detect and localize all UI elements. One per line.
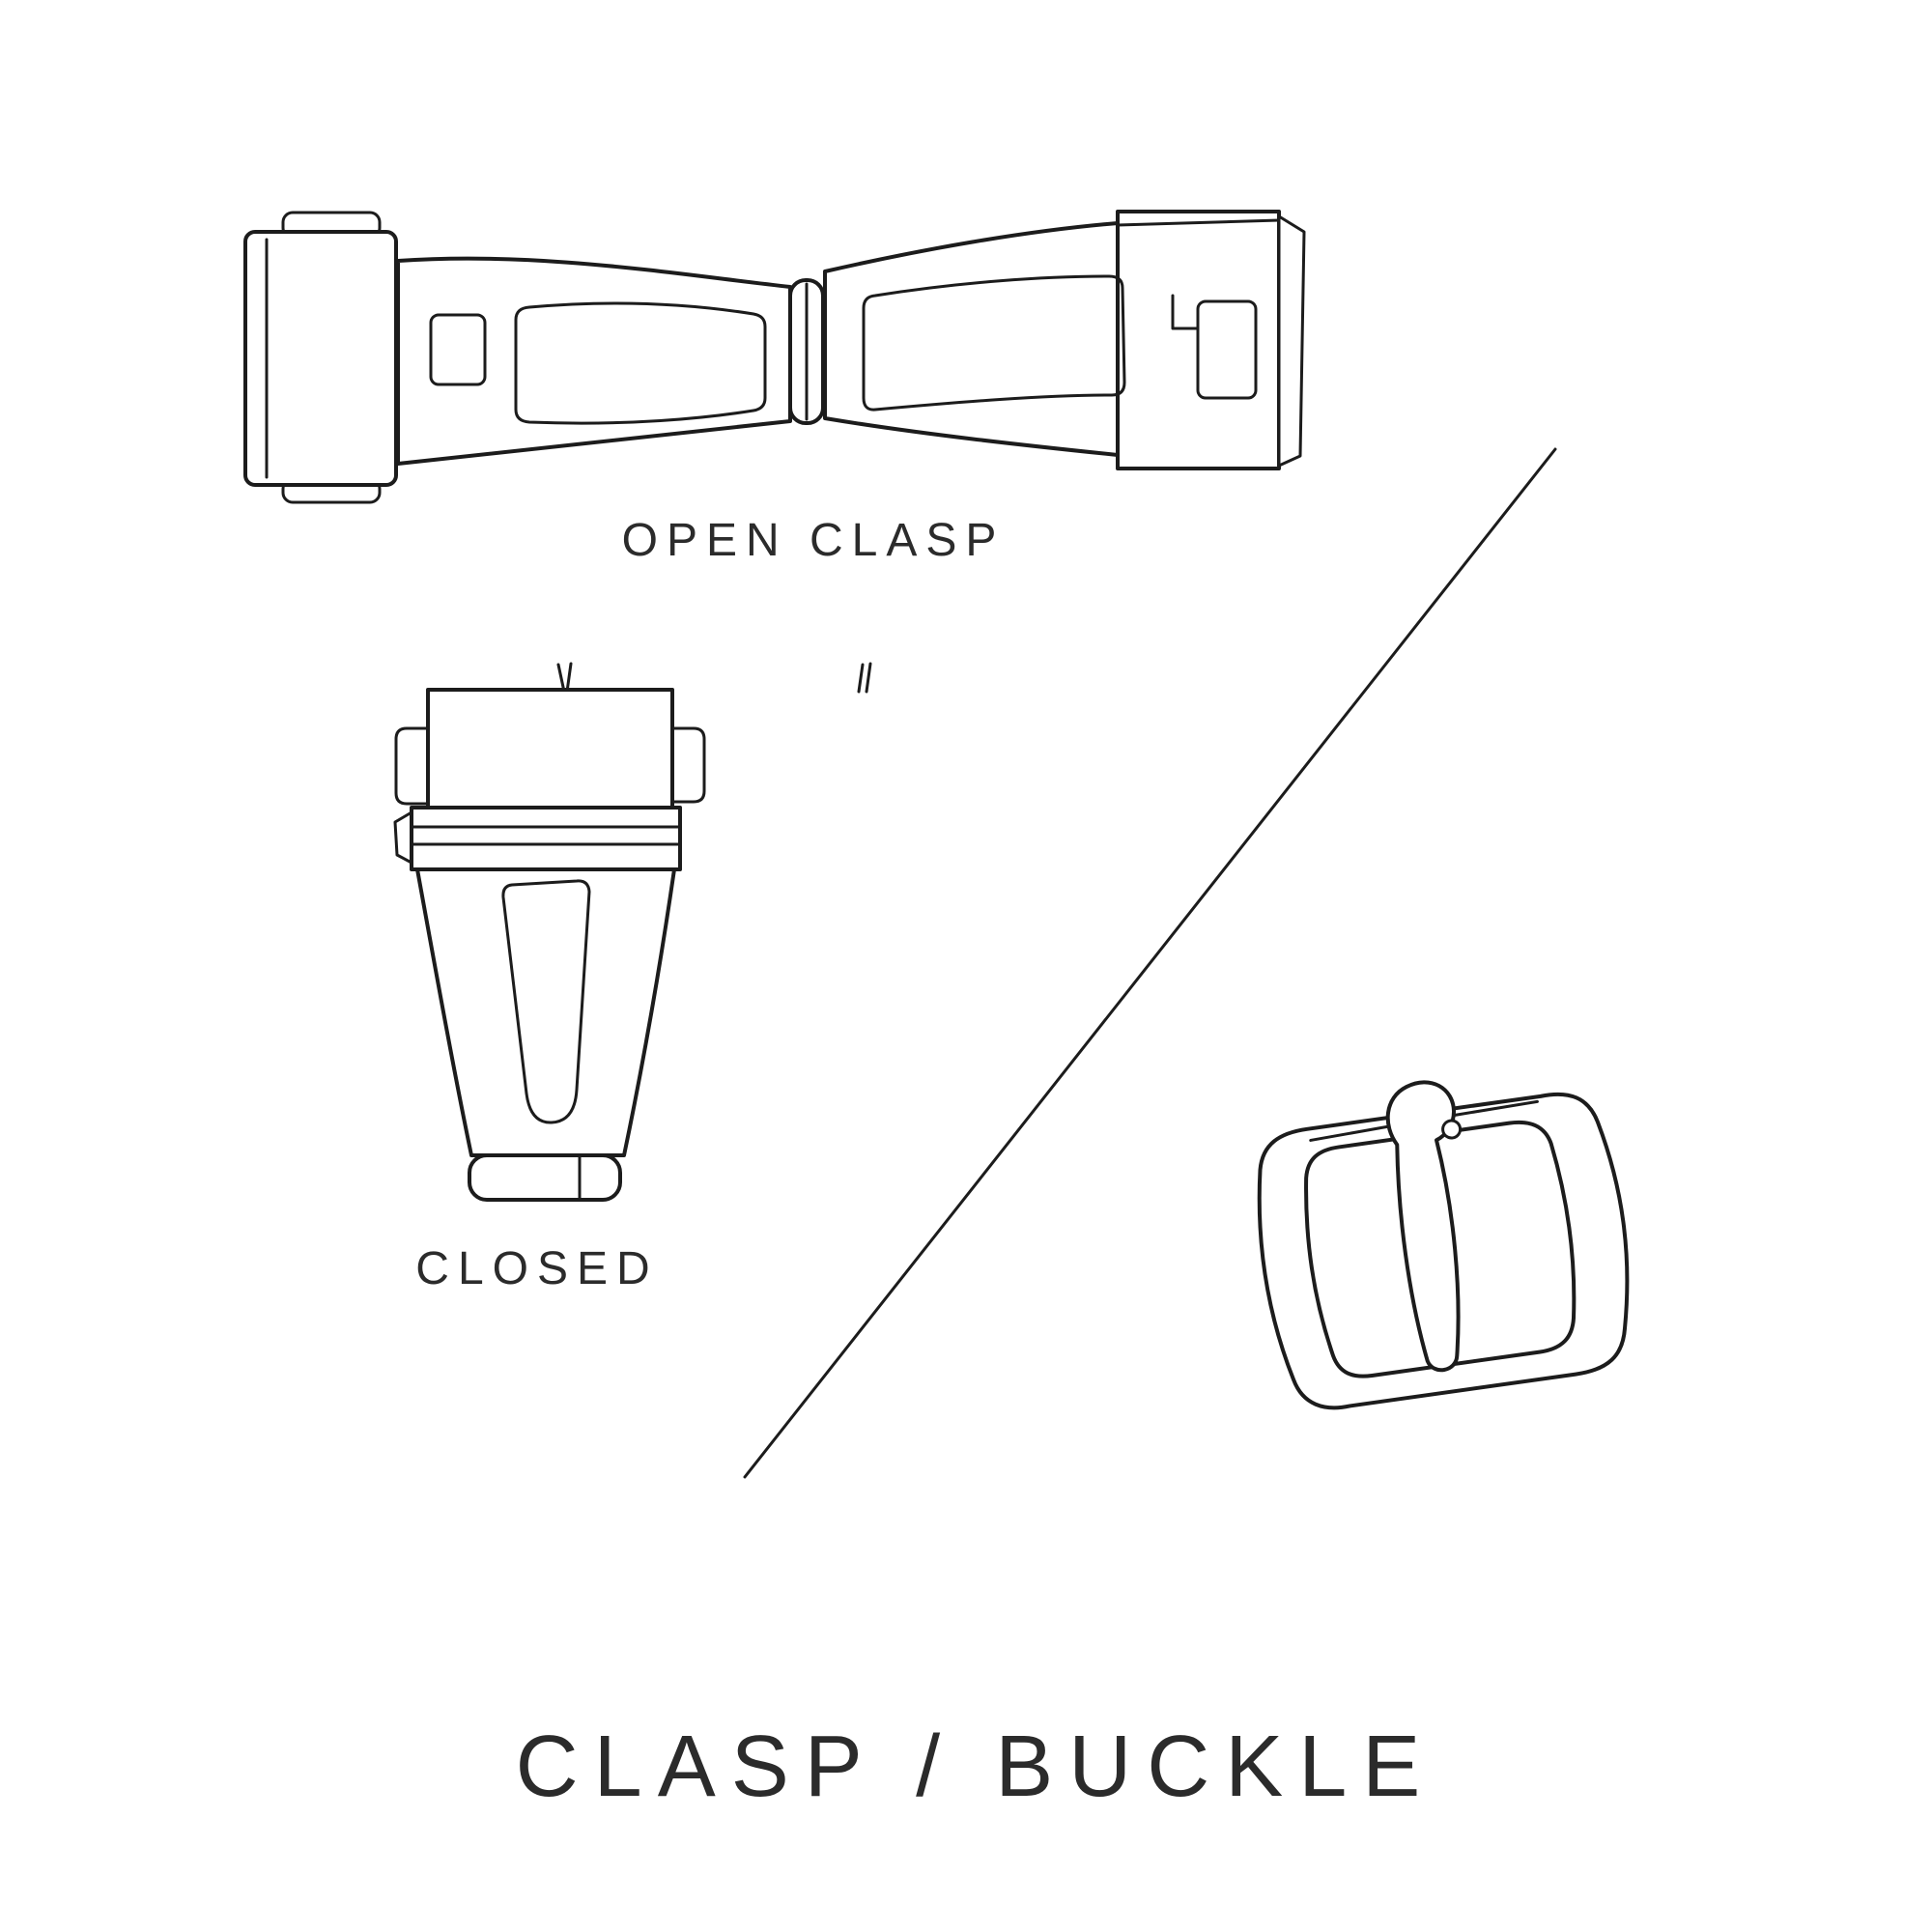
open-clasp-pushbutton-notch: [429, 313, 487, 386]
closed-clasp-inner-outline: [501, 879, 591, 1124]
buckle-pin-loop: [1441, 1119, 1463, 1140]
closed-clasp-left-prong: [556, 662, 573, 694]
buckle-spring-bar: [1309, 1099, 1539, 1142]
closed-clasp-left-ear: [394, 726, 430, 806]
closed-clasp-right-ear: [670, 726, 706, 804]
open-clasp-label: OPEN CLASP: [621, 515, 1006, 566]
closed-clasp-top-cover: [426, 688, 674, 810]
closed-clasp-body: [415, 867, 676, 1157]
closed-clasp-illustration: [393, 662, 872, 1202]
page-title: CLASP / BUCKLE: [515, 1719, 1436, 1815]
divider-line: [743, 447, 1557, 1479]
open-clasp-right-fold-line: [1116, 218, 1281, 227]
closed-clasp-label: CLOSED: [415, 1243, 659, 1294]
closed-clasp-right-prong: [857, 662, 872, 694]
closed-clasp-band-lines: [410, 825, 682, 846]
open-clasp-left-inner-outline: [514, 301, 767, 425]
open-clasp-right-inner-outline: [862, 274, 1126, 412]
open-clasp-right-edge-strip: [1277, 214, 1306, 468]
open-clasp-catch-hook-line: [1171, 294, 1200, 330]
open-clasp-left-arm: [396, 256, 792, 466]
buckle-prong: [1385, 1080, 1461, 1373]
open-clasp-illustration: [243, 210, 1306, 504]
closed-clasp-band-section: [410, 806, 682, 871]
closed-clasp-left-flap: [393, 810, 413, 865]
open-clasp-right-arm: [823, 221, 1120, 457]
closed-clasp-bottom-cap: [468, 1153, 622, 1202]
open-clasp-catch-detail: [1196, 299, 1258, 400]
buckle-illustration: [1257, 1080, 1630, 1410]
